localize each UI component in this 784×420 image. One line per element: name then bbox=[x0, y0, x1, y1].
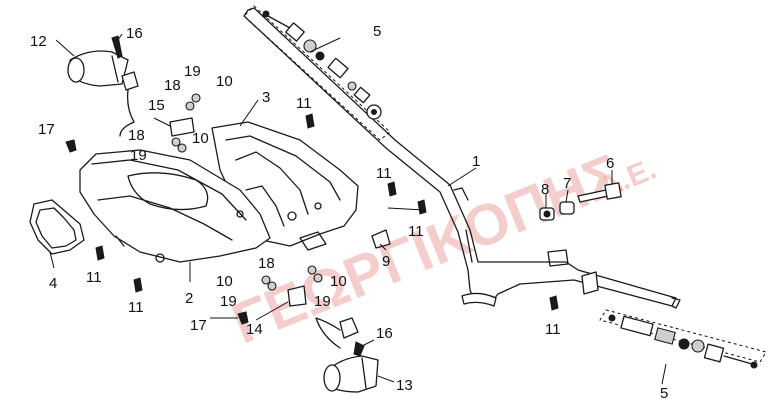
front-handlebar-cover bbox=[79, 149, 271, 263]
callout-10-b: 10 bbox=[192, 130, 209, 147]
callout-11-e: 11 bbox=[128, 299, 144, 316]
callout-11-b: 11 bbox=[376, 165, 392, 182]
callout-17-a: 17 bbox=[38, 121, 55, 138]
callout-18-b: 18 bbox=[128, 127, 145, 144]
callout-17-b: 17 bbox=[190, 317, 207, 334]
hardware bbox=[65, 35, 622, 357]
handlebar-pipe bbox=[243, 7, 681, 309]
callout-12: 12 bbox=[30, 33, 47, 50]
turn-signal-front bbox=[315, 317, 379, 393]
callout-18-c: 18 bbox=[258, 255, 275, 272]
callout-3: 3 bbox=[262, 89, 270, 106]
callout-9: 9 bbox=[382, 253, 390, 270]
callout-2: 2 bbox=[185, 290, 193, 307]
switch-assembly-bottom bbox=[599, 309, 767, 369]
callout-19-c: 19 bbox=[220, 293, 237, 310]
callout-18-a: 18 bbox=[164, 77, 181, 94]
callout-1: 1 bbox=[472, 153, 480, 170]
callout-14: 14 bbox=[246, 321, 263, 338]
callout-19-d: 19 bbox=[314, 293, 331, 310]
callout-10-a: 10 bbox=[216, 73, 233, 90]
callout-6: 6 bbox=[606, 155, 614, 172]
callout-8: 8 bbox=[541, 181, 549, 198]
callout-19-a: 19 bbox=[184, 63, 201, 80]
callout-10-d: 10 bbox=[330, 273, 347, 290]
turn-signal-rear bbox=[67, 50, 139, 137]
callout-10-c: 10 bbox=[216, 273, 233, 290]
callout-11-f: 11 bbox=[545, 321, 561, 338]
callout-11-d: 11 bbox=[86, 269, 102, 286]
gasket bbox=[29, 199, 85, 255]
callout-15: 15 bbox=[148, 97, 165, 114]
callout-11-a: 11 bbox=[296, 95, 312, 112]
callout-19-b: 19 bbox=[130, 147, 147, 164]
callout-11-c: 11 bbox=[408, 223, 424, 240]
callout-13: 13 bbox=[396, 377, 413, 394]
callout-7: 7 bbox=[563, 175, 571, 192]
switch-assembly-top bbox=[243, 5, 391, 141]
callout-4: 4 bbox=[49, 275, 57, 292]
callout-16-b: 16 bbox=[376, 325, 393, 342]
callout-5-top: 5 bbox=[373, 23, 381, 40]
callout-labels: 1 2 3 4 5 5 6 7 8 9 10 10 10 10 11 11 11… bbox=[30, 23, 668, 402]
callout-5-bottom: 5 bbox=[660, 385, 668, 402]
leader-lines bbox=[49, 33, 667, 385]
callout-16-a: 16 bbox=[126, 25, 143, 42]
